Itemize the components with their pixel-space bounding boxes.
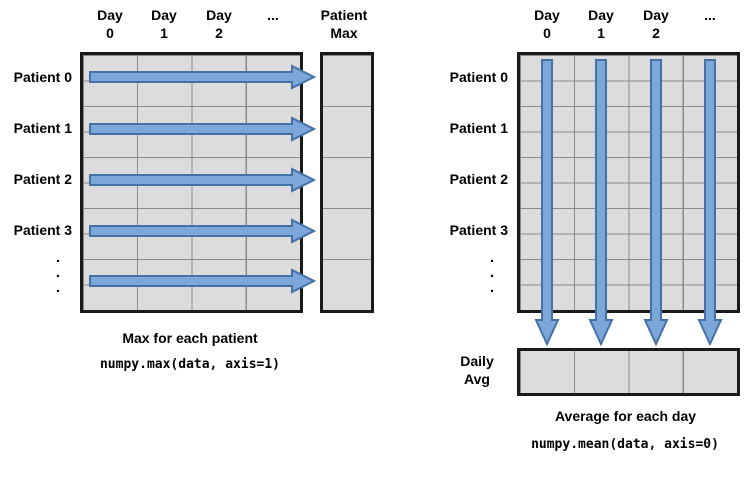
code-right: numpy.mean(data, axis=0) — [531, 437, 719, 452]
data-grid-right — [517, 52, 740, 313]
patient-label: Patient 1 — [13, 120, 72, 136]
daily-avg-grid — [517, 348, 740, 396]
row-arrow — [89, 116, 316, 142]
day-header: Day 1 — [588, 7, 614, 41]
row-arrow — [89, 167, 316, 193]
patient-max-grid — [320, 52, 374, 313]
caption-right: Average for each day — [554, 408, 697, 424]
patient-label: Patient 2 — [449, 171, 508, 187]
row-arrow — [89, 218, 316, 244]
patient-label: Patient 1 — [449, 120, 508, 136]
patient-label: Patient 0 — [13, 69, 72, 85]
patient-label: Patient 0 — [449, 69, 508, 85]
day-header: Day 0 — [534, 7, 560, 41]
patient-label: Patient 3 — [13, 222, 72, 238]
day-header: Day 0 — [97, 7, 123, 41]
row-arrow — [89, 268, 316, 294]
column-arrow — [534, 59, 560, 346]
patient-label: Patient 2 — [13, 171, 72, 187]
column-arrow — [588, 59, 614, 346]
vertical-ellipsis: . . . — [489, 249, 495, 296]
day-header: Day 2 — [643, 7, 669, 41]
code-left: numpy.max(data, axis=1) — [99, 357, 280, 372]
day-header: Day 2 — [206, 7, 232, 41]
caption-left: Max for each patient — [122, 330, 258, 346]
patient-max-header: Patient Max — [320, 7, 368, 41]
day-header-ellipsis: ... — [704, 7, 716, 23]
column-arrow — [643, 59, 669, 346]
row-arrow — [89, 64, 316, 90]
day-header: Day 1 — [151, 7, 177, 41]
patient-label: Patient 3 — [449, 222, 508, 238]
day-header-ellipsis: ... — [267, 7, 279, 23]
daily-avg-label: Daily Avg — [460, 353, 494, 387]
vertical-ellipsis: . . . — [55, 249, 61, 296]
column-arrow — [697, 59, 723, 346]
